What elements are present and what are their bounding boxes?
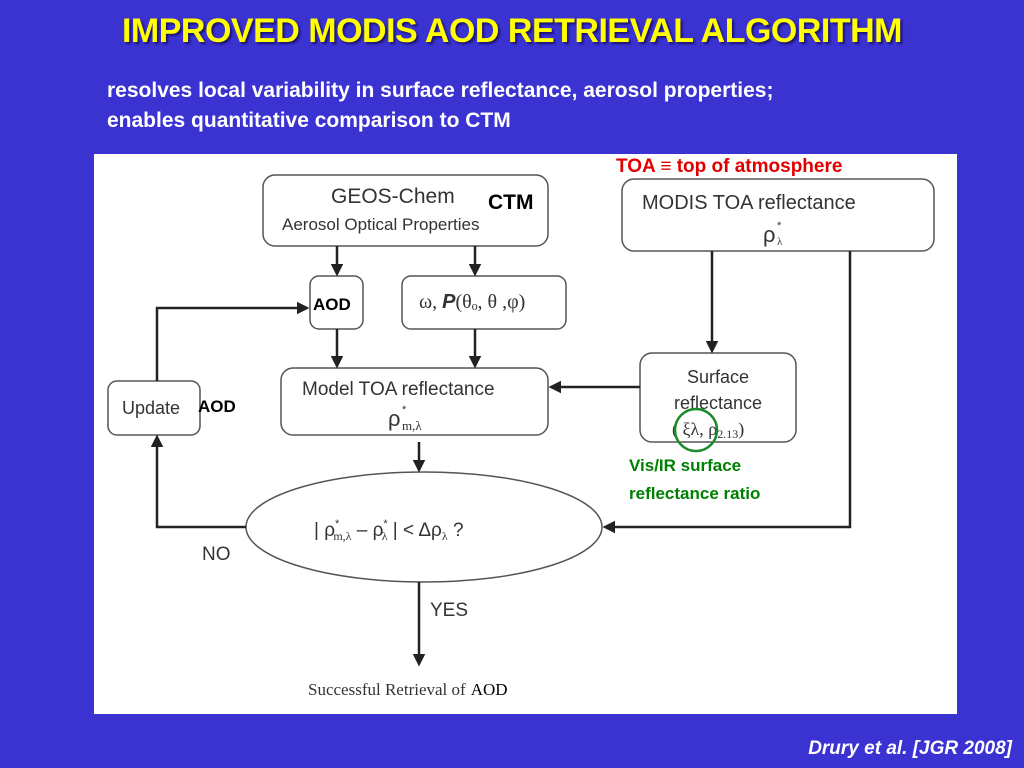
omega-phase-box: ω, P(θₒ, θ ,φ) [401, 275, 567, 330]
geos-chem-box: GEOS-Chem Aerosol Optical Properties [262, 174, 549, 247]
surface-reflectance-box: Surface reflectance ( ξλ, ρ2.13) [639, 352, 797, 453]
xi-highlight-circle [673, 407, 719, 453]
model-rho-symbol: ρ [388, 406, 401, 431]
diagram-panel: GEOS-Chem Aerosol Optical Properties CTM… [94, 154, 957, 714]
geos-chem-subtitle: Aerosol Optical Properties [282, 215, 479, 234]
surface-xi: ( ξλ, ρ [672, 419, 717, 440]
success-label: Successful Retrieval of [308, 680, 466, 699]
arrow-modis-to-compare [602, 251, 852, 534]
arrow-compare-to-update [150, 434, 246, 529]
surface-close: ) [738, 419, 744, 440]
slide-subtitle: resolves local variability in surface re… [107, 76, 987, 136]
flow-arrows [150, 246, 852, 667]
aod-box: AOD [309, 275, 364, 330]
modis-rho-sub: λ [777, 236, 783, 248]
success-aod: AOD [471, 680, 508, 699]
phase-p: P [442, 291, 456, 313]
arrow-update-to-aod [155, 301, 310, 381]
model-title: Model TOA reflectance [302, 379, 495, 400]
modis-title: MODIS TOA reflectance [642, 192, 856, 214]
model-rho-sub: m,λ [402, 418, 422, 433]
modis-toa-box: MODIS TOA reflectance ρ * λ [621, 178, 935, 252]
update-aod-label: AOD [198, 397, 236, 416]
aod-box-label: AOD [313, 295, 351, 314]
cmp-left: | ρ [314, 520, 335, 541]
subtitle-line-2: enables quantitative comparison to CTM [107, 109, 511, 132]
cmp-sub-m: m,λ [333, 529, 351, 543]
cmp-sup-2: * [383, 518, 388, 530]
cmp-sub-d: λ [442, 529, 448, 543]
surface-sub: 2.13 [717, 427, 738, 441]
surface-params: ( ξλ, ρ2.13) [672, 419, 744, 441]
cmp-mid: – ρ [351, 520, 383, 541]
vis-ir-note-1: Vis/IR surface [629, 456, 741, 475]
omega-prefix: ω, [419, 291, 442, 313]
model-toa-box: Model TOA reflectance ρ * m,λ [280, 367, 549, 436]
cmp-right: | < Δρ [388, 520, 443, 541]
comparison-ellipse: | ρ*m,λ – ρ*λ | < Δρλ ? [245, 471, 603, 583]
citation: Drury et al. [JGR 2008] [808, 738, 1012, 759]
modis-rho-sup: * [777, 220, 782, 232]
ctm-label: CTM [488, 191, 534, 214]
surface-title-1: Surface [687, 367, 749, 387]
model-rho-sup: * [402, 404, 407, 416]
phase-args: (θₒ, θ ,φ) [456, 291, 526, 313]
cmp-sup-1: * [335, 518, 340, 530]
comparison-expression: | ρ*m,λ – ρ*λ | < Δρλ ? [314, 518, 464, 543]
toa-definition-note: TOA ≡ top of atmosphere [616, 156, 842, 177]
vis-ir-note-2: reflectance ratio [629, 484, 760, 503]
update-box: Update [107, 380, 201, 436]
cmp-sub-l: λ [382, 529, 388, 543]
modis-rho-symbol: ρ [763, 222, 776, 247]
update-label: Update [122, 398, 180, 418]
algorithm-flowchart: GEOS-Chem Aerosol Optical Properties CTM… [107, 156, 935, 699]
success-text: Successful Retrieval of AOD [308, 680, 508, 699]
cmp-q: ? [448, 520, 464, 541]
omega-phase-expression: ω, P(θₒ, θ ,φ) [419, 291, 525, 313]
geos-chem-title: GEOS-Chem [331, 185, 455, 208]
no-label: NO [202, 544, 231, 565]
subtitle-line-1: resolves local variability in surface re… [107, 79, 774, 102]
slide-title: IMPROVED MODIS AOD RETRIEVAL ALGORITHM [121, 12, 903, 50]
yes-label: YES [430, 600, 468, 621]
